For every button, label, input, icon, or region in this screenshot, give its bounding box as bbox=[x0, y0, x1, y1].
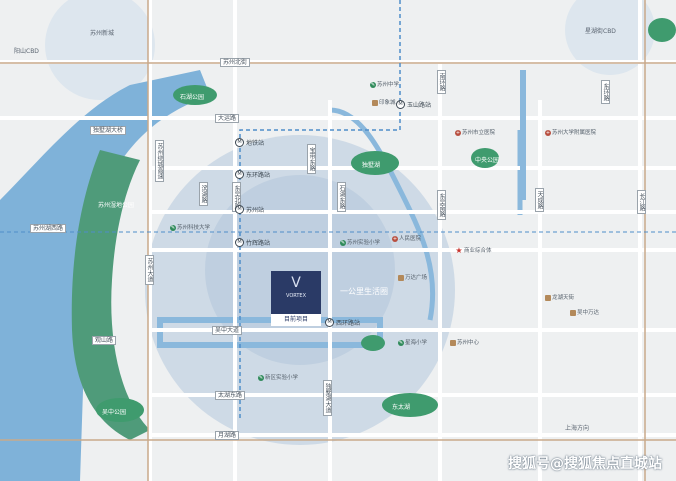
poi-school[interactable]: ✎新区实验小学 bbox=[258, 375, 299, 381]
metro-icon: M bbox=[396, 100, 405, 109]
road-label: 天成路 bbox=[535, 188, 544, 212]
poi-school[interactable]: ✎苏州实验小学 bbox=[340, 240, 381, 246]
metro-icon: M bbox=[235, 170, 244, 179]
project-plot-label: 目前项目 bbox=[271, 314, 321, 326]
road-label: 长江路 bbox=[637, 190, 646, 214]
poi-mall[interactable]: 印象城 bbox=[372, 100, 396, 106]
star-icon: ★ bbox=[455, 246, 463, 255]
road-label: 太湖东路 bbox=[215, 391, 246, 400]
park bbox=[361, 335, 385, 351]
road-label: 宝带东路 bbox=[307, 144, 316, 174]
poi-star[interactable]: ★商业综合体 bbox=[455, 246, 492, 255]
metro-icon: M bbox=[235, 138, 244, 147]
river bbox=[520, 70, 526, 200]
poi-hospital[interactable]: +苏州市立医院 bbox=[455, 130, 496, 136]
hospital-icon: + bbox=[455, 130, 461, 136]
metro-icon: M bbox=[235, 238, 244, 247]
district-label: 星湖街CBD bbox=[585, 28, 616, 35]
poi-school[interactable]: ✎苏州科技大学 bbox=[170, 225, 211, 231]
direction-label: 上海方向 bbox=[565, 425, 590, 432]
hospital-icon: + bbox=[545, 130, 551, 136]
school-icon: ✎ bbox=[398, 340, 404, 346]
school-icon: ✎ bbox=[370, 82, 376, 88]
poi-school[interactable]: ✎星海小学 bbox=[398, 340, 428, 346]
school-icon: ✎ bbox=[258, 375, 264, 381]
radius-circle bbox=[45, 0, 155, 100]
metro-icon: M bbox=[235, 205, 244, 214]
park-label: 苏州湿地公园 bbox=[98, 202, 135, 209]
metro-icon: M bbox=[325, 318, 334, 327]
mall-icon bbox=[570, 310, 576, 316]
road-label: 石湖东路 bbox=[337, 182, 346, 212]
park bbox=[471, 148, 499, 168]
project-name: VORTEX bbox=[285, 293, 307, 299]
park bbox=[382, 393, 438, 417]
park-label: 石湖公园 bbox=[180, 94, 205, 101]
project-logo-icon: V bbox=[291, 275, 301, 291]
mall-icon bbox=[398, 275, 404, 281]
road-label: 独墅湖大桥 bbox=[90, 126, 127, 135]
project-marker[interactable]: V VORTEX 目前项目 bbox=[271, 271, 321, 326]
school-icon: ✎ bbox=[340, 240, 346, 246]
poi-mall[interactable]: 万达广场 bbox=[398, 275, 427, 281]
park-label: 吴中公园 bbox=[102, 409, 127, 416]
poi-mall[interactable]: 龙湖天街 bbox=[545, 295, 574, 301]
road-label: 苏州大道 bbox=[145, 255, 154, 285]
road-label: 观山路 bbox=[92, 336, 117, 345]
poi-hospital[interactable]: +人民医院 bbox=[392, 236, 422, 242]
mall-icon bbox=[450, 340, 456, 346]
road-label: 苏州湖西路 bbox=[30, 224, 67, 233]
road-label: 苏州北街 bbox=[220, 58, 251, 67]
district-label: 阳山CBD bbox=[14, 48, 39, 55]
park-label: 东太湖 bbox=[392, 404, 411, 411]
watermark: 搜狐号@搜狐焦点直城站 bbox=[508, 456, 662, 472]
poi-school[interactable]: ✎苏州中学 bbox=[370, 82, 400, 88]
road-label: 滨湖路 bbox=[199, 182, 208, 206]
park-label: 独墅湖 bbox=[362, 162, 381, 169]
radius-circle bbox=[565, 0, 655, 75]
lake-water bbox=[0, 70, 210, 481]
road-label: 吴中大道 bbox=[212, 326, 243, 335]
park bbox=[173, 85, 217, 105]
road-label: 月湖路 bbox=[215, 431, 240, 440]
wetland-park bbox=[71, 150, 150, 440]
mall-icon bbox=[545, 295, 551, 301]
road-label: 东环路 bbox=[601, 80, 610, 104]
hospital-icon: + bbox=[392, 236, 398, 242]
road-label: 大运路 bbox=[215, 114, 240, 123]
mall-icon bbox=[372, 100, 378, 106]
park bbox=[648, 18, 676, 42]
road-label: 东吴南路 bbox=[437, 190, 446, 220]
park-label: 中央公园 bbox=[475, 157, 500, 164]
road-label: 独墅湖大道 bbox=[323, 380, 332, 416]
park bbox=[96, 398, 144, 422]
radius-label: 一公里生活圈 bbox=[340, 287, 388, 296]
poi-hospital[interactable]: +苏州大学附属医院 bbox=[545, 130, 597, 136]
school-icon: ✎ bbox=[170, 225, 176, 231]
river bbox=[329, 107, 436, 321]
poi-mall[interactable]: 苏州中心 bbox=[450, 340, 479, 346]
district-label: 苏州新城 bbox=[90, 30, 115, 37]
metro-line bbox=[239, 0, 401, 420]
road-label: 南环路 bbox=[437, 70, 446, 94]
road-label: 苏州绕城高速 bbox=[155, 140, 164, 182]
park bbox=[351, 151, 399, 175]
poi-mall[interactable]: 吴中万达 bbox=[570, 310, 599, 316]
